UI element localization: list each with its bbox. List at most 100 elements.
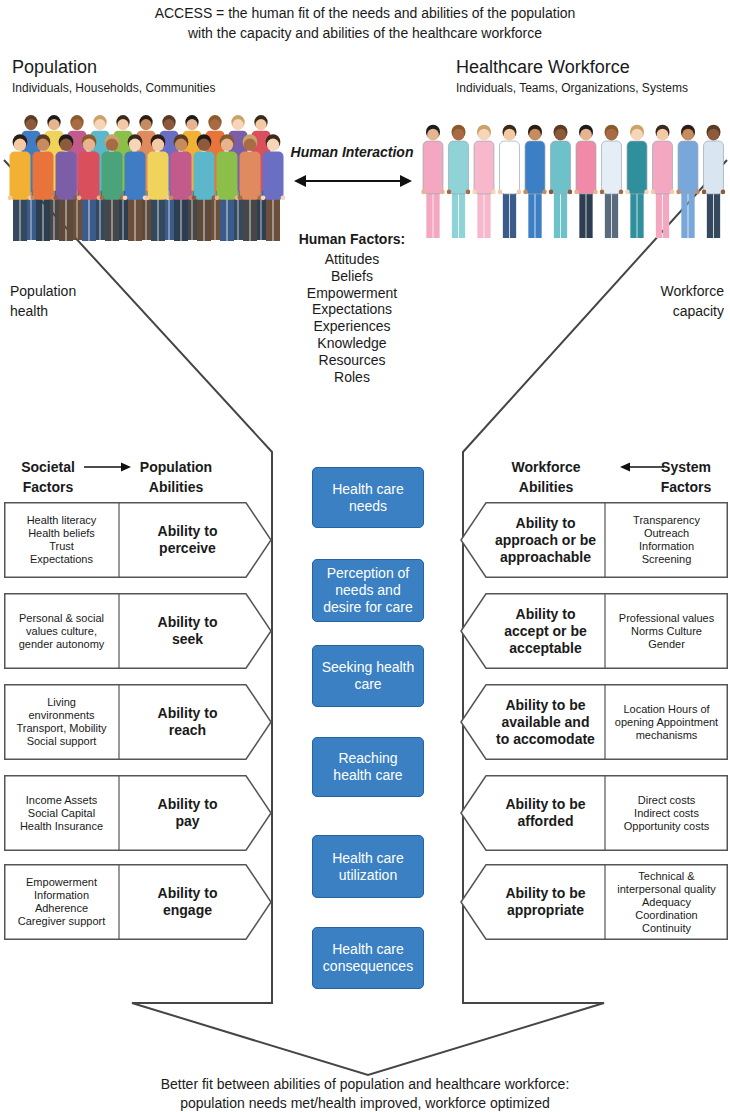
- pentagon-outline: [461, 503, 727, 578]
- workforce-ability-pentagon: Ability to be available and to accomodat…: [460, 684, 728, 760]
- person-leg: [452, 191, 458, 238]
- person-head: [529, 129, 541, 141]
- factor-text: Location Hours of opening Appointment me…: [613, 703, 721, 742]
- person-leg: [273, 197, 280, 241]
- person-hand: [215, 195, 220, 200]
- ability-text: Ability to seek: [145, 614, 231, 648]
- text-cell: Ability to reach: [119, 684, 256, 760]
- diagram-caption: Better fit between abilities of populati…: [140, 1075, 590, 1112]
- diagram-label: Population health: [10, 281, 90, 321]
- person-torso: [240, 152, 261, 200]
- person-head: [682, 129, 694, 141]
- person-head: [209, 119, 220, 130]
- person-head: [140, 119, 151, 130]
- text-cell: Transparency Outreach Information Screen…: [605, 502, 728, 578]
- person-head: [453, 129, 465, 141]
- person-leg: [181, 197, 188, 241]
- factor-text: Health literacy Health beliefs Trust Exp…: [19, 514, 105, 566]
- diagram-label: Empowerment: [282, 285, 422, 302]
- person-hand: [31, 195, 36, 200]
- box-text: Seeking health care: [318, 659, 418, 693]
- person-head: [427, 129, 439, 141]
- person-leg: [561, 191, 567, 238]
- pentagon-outline: [5, 685, 271, 760]
- person-leg: [105, 197, 112, 241]
- pentagon-outline: [461, 685, 727, 760]
- person-leg: [586, 191, 592, 238]
- person-leg: [112, 197, 119, 241]
- cell-divider: [604, 503, 605, 578]
- factor-arrow-line: [84, 466, 122, 468]
- text-cell: Ability to be appropriate: [486, 864, 605, 940]
- person-figure: [192, 134, 217, 241]
- box-text: Health care consequences: [318, 941, 418, 975]
- person-hand: [192, 195, 197, 200]
- person-leg: [656, 191, 662, 238]
- process-box: Health care utilization: [312, 835, 424, 898]
- person-leg: [158, 197, 165, 241]
- person-leg: [707, 191, 713, 238]
- person-leg: [197, 197, 204, 241]
- person-head: [106, 139, 118, 151]
- diagram-title: ACCESS = the human fit of the needs and …: [145, 3, 585, 43]
- workforce-ability-pentagon: Ability to approach or be approachableTr…: [460, 502, 728, 578]
- cell-divider: [604, 685, 605, 760]
- person-hand: [466, 190, 471, 195]
- person-leg: [477, 191, 483, 238]
- factor-text: Living environments Transport, Mobility …: [15, 696, 109, 748]
- diagram-label: System Factors: [650, 457, 722, 497]
- person-hand: [54, 195, 59, 200]
- person-torso: [10, 152, 31, 200]
- person-figure: [651, 125, 675, 238]
- factor-text: Direct costs Indirect costs Opportunity …: [623, 794, 711, 833]
- diagram-label: Individuals, Teams, Organizations, Syste…: [456, 81, 728, 96]
- person-figure: [574, 125, 598, 238]
- process-box: Seeking health care: [312, 645, 424, 707]
- cell-divider: [118, 594, 119, 669]
- person-head: [129, 139, 141, 151]
- person-leg: [20, 197, 27, 241]
- workforce-ability-pentagon: Ability to accept or be acceptableProfes…: [460, 593, 728, 669]
- diagram-label: Human Factors:: [282, 231, 422, 248]
- person-head: [94, 119, 105, 130]
- pentagon-outline: [5, 776, 271, 851]
- text-cell: Personal & social values culture, gender…: [4, 593, 119, 669]
- person-hand: [8, 195, 13, 200]
- person-torso: [171, 152, 192, 200]
- person-hand: [77, 195, 82, 200]
- interaction-arrow-line: [304, 180, 402, 182]
- cell-divider: [118, 685, 119, 760]
- person-leg: [43, 197, 50, 241]
- person-leg: [174, 197, 181, 241]
- person-figure: [54, 134, 79, 241]
- cell-divider: [118, 503, 119, 578]
- person-leg: [688, 191, 694, 238]
- person-hand: [695, 190, 700, 195]
- diagram-label: Population Abilities: [132, 457, 220, 497]
- person-torso: [217, 152, 238, 200]
- person-hand: [523, 190, 528, 195]
- person-torso: [125, 152, 146, 200]
- person-leg: [510, 191, 516, 238]
- person-head: [71, 119, 82, 130]
- person-torso: [653, 141, 673, 194]
- person-figure: [676, 125, 700, 238]
- pentagon-outline: [5, 865, 271, 940]
- pentagon-outline-svg: [4, 502, 272, 578]
- person-hand: [472, 190, 477, 195]
- person-hand: [670, 190, 675, 195]
- person-head: [117, 119, 128, 130]
- person-torso: [263, 152, 284, 200]
- process-box: Perception of needs and desire for care: [312, 559, 424, 622]
- person-figure: [261, 134, 286, 241]
- person-head: [478, 129, 490, 141]
- person-torso: [423, 141, 443, 194]
- factor-arrow-line: [629, 466, 664, 468]
- person-hand: [261, 195, 266, 200]
- person-figure: [523, 125, 547, 238]
- person-figure: [77, 134, 102, 241]
- cell-divider: [604, 865, 605, 940]
- person-leg: [266, 197, 273, 241]
- person-leg: [459, 191, 465, 238]
- person-hand: [702, 190, 707, 195]
